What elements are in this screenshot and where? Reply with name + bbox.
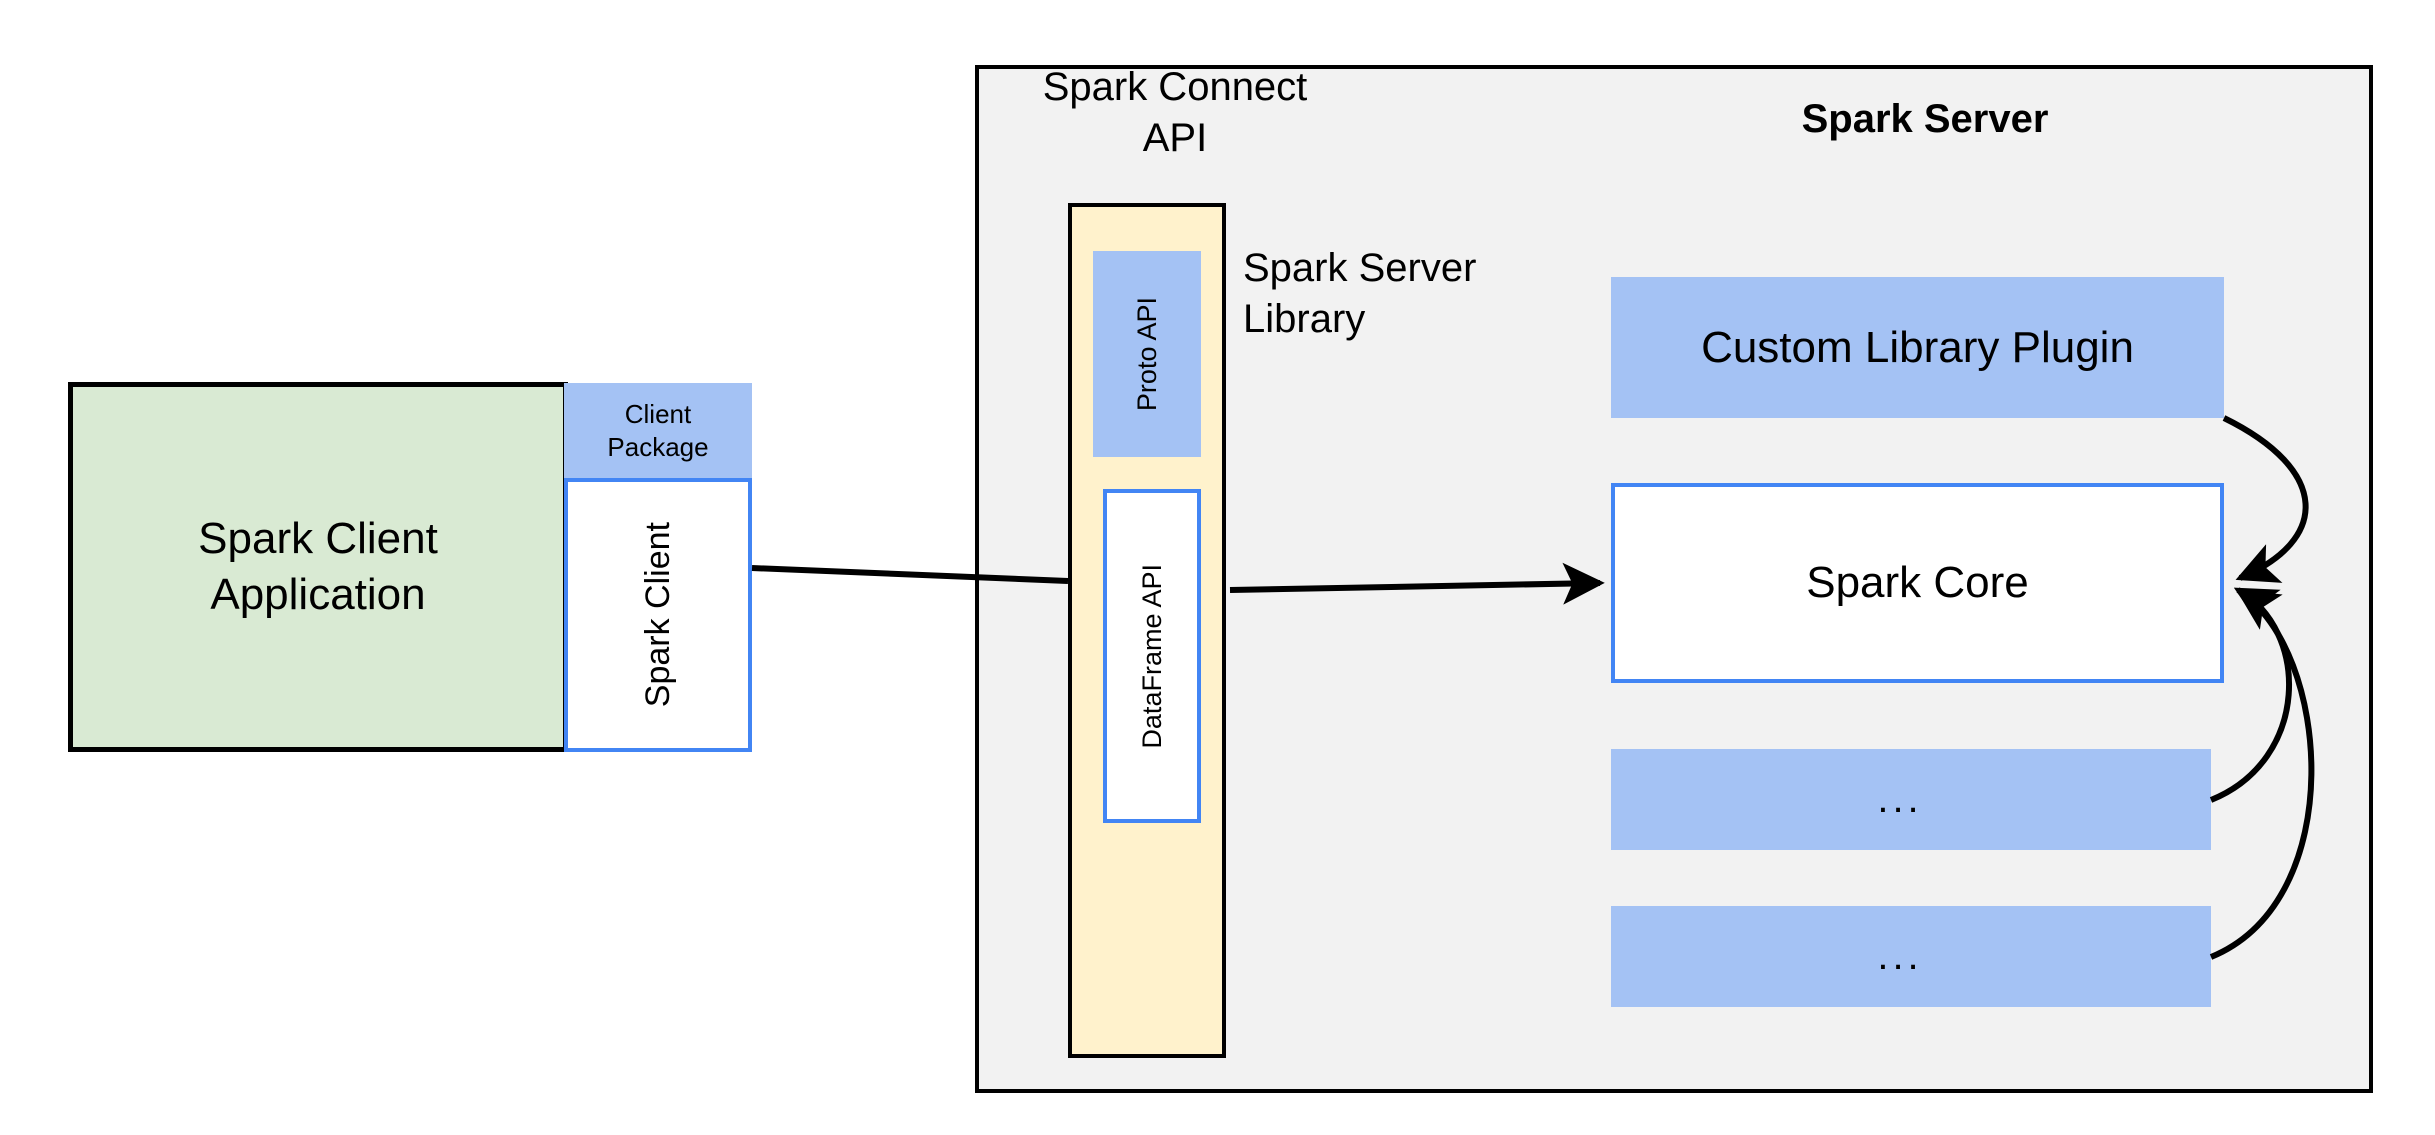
dataframe-api-label: DataFrame API: [1136, 563, 1167, 749]
spark-client-label: Spark Client: [639, 522, 677, 708]
proto-api-box[interactable]: Proto API: [1093, 251, 1201, 457]
dataframe-api-box[interactable]: DataFrame API: [1103, 489, 1201, 823]
custom-library-plugin-box[interactable]: Custom Library Plugin: [1611, 277, 2224, 418]
spark-connect-api-label: Spark Connect API: [1042, 65, 1308, 161]
spark-server-title: Spark Server: [1801, 97, 2049, 141]
server-component-ellipsis-2[interactable]: ...: [1611, 906, 2211, 1007]
spark-core-box[interactable]: Spark Core: [1611, 483, 2224, 683]
proto-api-label: Proto API: [1131, 296, 1162, 412]
client-package-box[interactable]: Client Package: [564, 383, 752, 478]
spark-client-box[interactable]: Spark Client: [564, 478, 752, 752]
server-component-ellipsis-1[interactable]: ...: [1611, 749, 2211, 850]
spark-client-application-box[interactable]: Spark Client Application: [68, 382, 568, 752]
spark-server-library-label: Spark Server Library: [1243, 246, 1477, 342]
